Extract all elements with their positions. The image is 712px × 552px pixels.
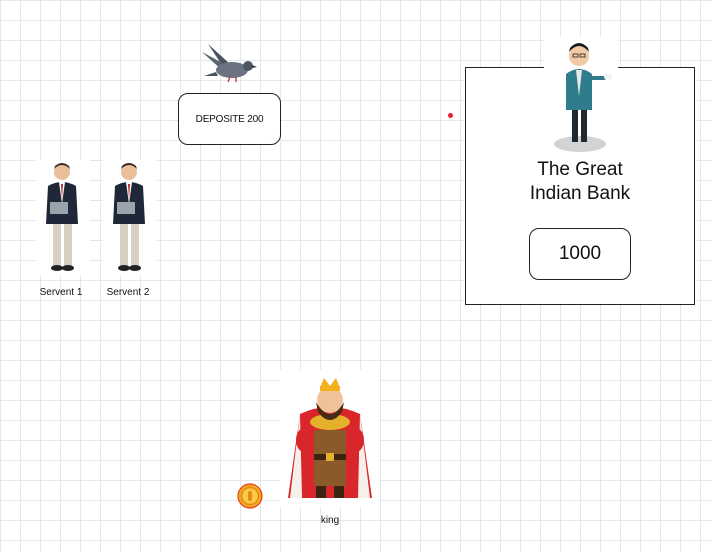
king-label: king <box>320 515 340 526</box>
servant-2-figure <box>103 160 157 276</box>
servant-1-label: Servent 1 <box>39 287 83 298</box>
bank-box[interactable]: The Great Indian Bank 1000 <box>465 36 695 305</box>
pointer-dot <box>448 113 453 118</box>
message-text: DEPOSITE 200 <box>195 113 264 125</box>
banker-figure <box>544 36 618 154</box>
message-box[interactable]: DEPOSITE 200 <box>178 93 281 145</box>
bank-title: The Great Indian Bank <box>529 159 631 204</box>
balance-box[interactable]: 1000 <box>529 228 631 280</box>
servant-2-label: Servent 2 <box>106 287 150 298</box>
servant-1-figure <box>36 160 90 276</box>
king-figure <box>280 370 380 508</box>
pigeon-icon <box>200 42 258 86</box>
balance-value: 1000 <box>558 243 602 264</box>
coin-icon[interactable] <box>236 482 264 510</box>
